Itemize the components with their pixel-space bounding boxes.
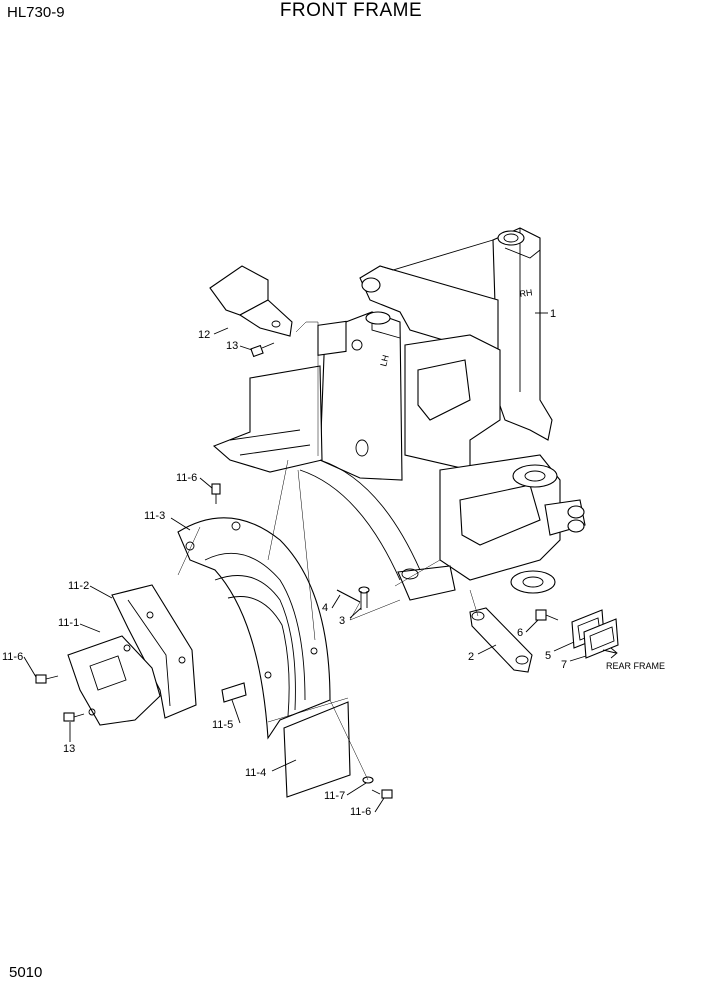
- bracket-12: [209, 265, 293, 337]
- callout-11-3: 11-3: [144, 510, 165, 522]
- bolt-11-6-left: [35, 674, 59, 684]
- fender-bracket-11-2: [111, 584, 197, 719]
- callout-11-5: 11-5: [212, 719, 233, 731]
- rh-mark: RH: [519, 287, 533, 299]
- callout-13-top: 13: [226, 340, 238, 352]
- model-code: HL730-9: [7, 4, 65, 21]
- stopper-pad-7: [583, 618, 619, 659]
- callout-11-1: 11-1: [58, 617, 79, 629]
- callout-11-6-bottom: 11-6: [350, 806, 371, 818]
- bolt-3: [358, 586, 370, 610]
- callout-3: 3: [339, 615, 345, 627]
- callout-1: 1: [550, 308, 556, 320]
- bolt-11-6-bottom: [371, 789, 393, 799]
- callout-7: 7: [561, 659, 567, 671]
- callout-11-6-top: 11-6: [176, 472, 197, 484]
- front-frame-body: [212, 227, 586, 601]
- callout-13-bottom: 13: [63, 743, 75, 755]
- page-number: 5010: [9, 964, 43, 981]
- callout-5: 5: [545, 650, 551, 662]
- callout-11-7: 11-7: [324, 790, 345, 802]
- plate-11-5: [221, 682, 247, 703]
- page-title: FRONT FRAME: [279, 0, 423, 21]
- bolt-13-bottom: [63, 712, 85, 722]
- rear-frame-arrow-icon: [602, 647, 618, 659]
- mud-flap-11-4: [267, 697, 351, 798]
- bolt-11-6-top: [211, 483, 221, 504]
- lh-mark: LH: [378, 354, 391, 368]
- bolt-13-top: [250, 342, 275, 358]
- leader-lines: [23, 312, 587, 813]
- pin-4: [336, 589, 361, 603]
- callout-2: 2: [468, 651, 474, 663]
- callout-11-4: 11-4: [245, 767, 266, 779]
- callout-11-6-left: 11-6: [2, 651, 23, 663]
- callout-6: 6: [517, 627, 523, 639]
- callout-11-2: 11-2: [68, 580, 89, 592]
- rear-frame-note: REAR FRAME: [606, 661, 665, 671]
- arm-2: [469, 607, 533, 673]
- bolt-6: [535, 609, 559, 621]
- callout-4: 4: [322, 602, 328, 614]
- callout-12: 12: [198, 329, 210, 341]
- assembly-guide-lines: [177, 321, 479, 781]
- fender-plate-11-1: [67, 635, 161, 726]
- fender-11-3: [177, 517, 331, 740]
